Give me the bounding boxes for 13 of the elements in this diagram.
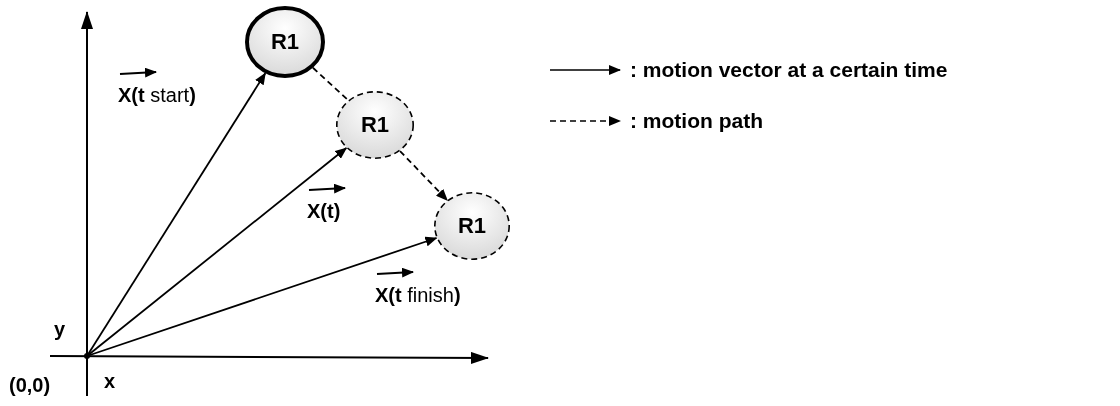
edge-label: X(t) (307, 200, 341, 223)
axis-label: x (104, 370, 116, 393)
edge-label: X(t finish) (375, 284, 461, 307)
edge-label: X(t start) (118, 84, 196, 107)
node-label: R1 (359, 113, 391, 137)
legend-label: : motion path (630, 109, 763, 133)
legend-label: : motion vector at a certain time (630, 58, 948, 82)
axis-label: y (54, 318, 66, 341)
node-label: R1 (269, 30, 301, 54)
node-label: R1 (456, 214, 488, 238)
origin-label: (0,0) (9, 374, 51, 397)
origin-point (84, 353, 90, 359)
motion-path-arrow (399, 150, 449, 202)
